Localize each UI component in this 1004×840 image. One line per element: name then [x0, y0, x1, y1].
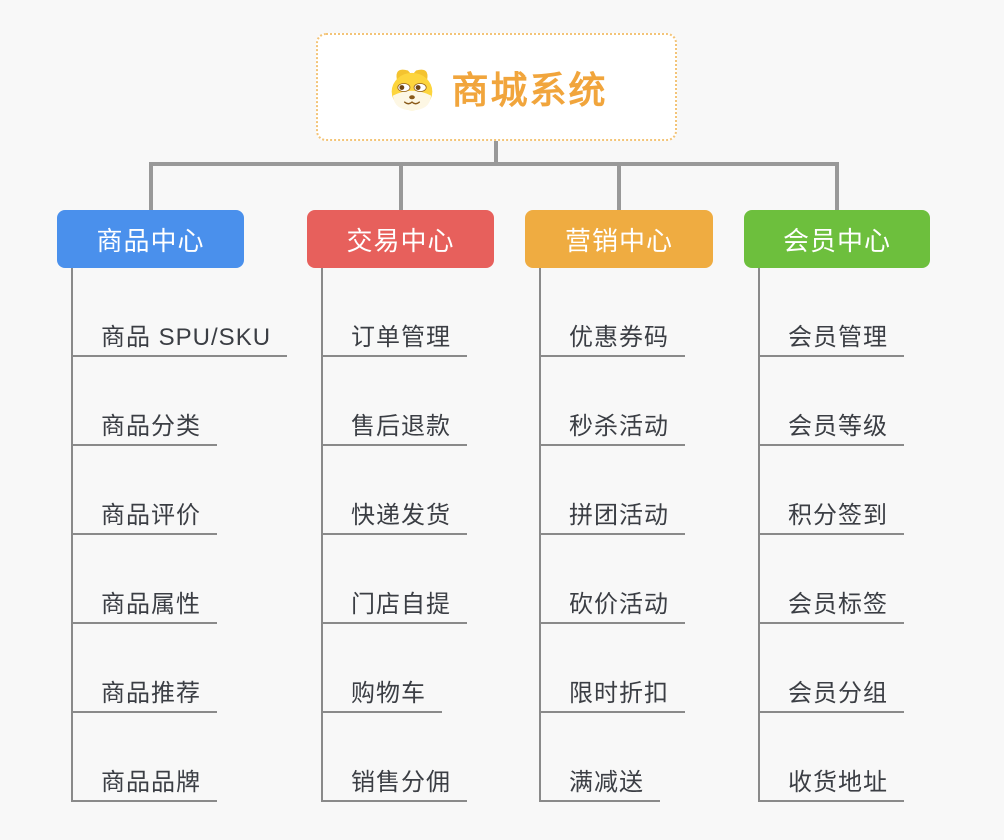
- trunk-line-member-center: [758, 268, 760, 802]
- trunk-line-product-center: [71, 268, 73, 802]
- leaf-node-product-center-6[interactable]: 商品品牌: [71, 766, 217, 802]
- leaf-node-member-center-5[interactable]: 会员分组: [758, 677, 904, 713]
- branch-node-trade-center[interactable]: 交易中心: [307, 210, 494, 268]
- leaf-node-trade-center-2[interactable]: 售后退款: [321, 410, 467, 446]
- leaf-node-member-center-6[interactable]: 收货地址: [758, 766, 904, 802]
- branch-node-product-center[interactable]: 商品中心: [57, 210, 244, 268]
- dog-face-icon: [391, 69, 432, 110]
- branch-label-marketing-center: 营销中心: [564, 225, 673, 256]
- leaf-node-marketing-center-2[interactable]: 秒杀活动: [539, 410, 685, 446]
- branch-label-member-center: 会员中心: [782, 225, 891, 256]
- root-node[interactable]: 商城系统: [316, 33, 677, 141]
- branch-node-marketing-center[interactable]: 营销中心: [525, 210, 713, 268]
- leaf-node-member-center-3[interactable]: 积分签到: [758, 499, 904, 535]
- leaf-node-trade-center-4[interactable]: 门店自提: [321, 588, 467, 624]
- branch-label-product-center: 商品中心: [96, 225, 205, 256]
- root-title: 商城系统: [451, 70, 608, 111]
- connector-root-stub: [494, 141, 498, 166]
- leaf-node-marketing-center-5[interactable]: 限时折扣: [539, 677, 685, 713]
- branch-node-member-center[interactable]: 会员中心: [744, 210, 930, 268]
- leaf-node-product-center-1[interactable]: 商品 SPU/SKU: [71, 321, 288, 357]
- leaf-node-marketing-center-6[interactable]: 满减送: [539, 766, 660, 802]
- leaf-node-member-center-1[interactable]: 会员管理: [758, 321, 904, 357]
- leaf-node-product-center-2[interactable]: 商品分类: [71, 410, 217, 446]
- leaf-node-trade-center-1[interactable]: 订单管理: [321, 321, 467, 357]
- leaf-node-member-center-2[interactable]: 会员等级: [758, 410, 904, 446]
- leaf-node-marketing-center-4[interactable]: 砍价活动: [539, 588, 685, 624]
- connector-branch-stub-marketing-center: [617, 162, 621, 210]
- leaf-node-product-center-4[interactable]: 商品属性: [71, 588, 217, 624]
- leaf-node-product-center-3[interactable]: 商品评价: [71, 499, 217, 535]
- connector-horizontal-rail: [148, 162, 839, 166]
- leaf-node-marketing-center-3[interactable]: 拼团活动: [539, 499, 685, 535]
- connector-branch-stub-trade-center: [398, 162, 403, 210]
- trunk-line-marketing-center: [539, 268, 541, 802]
- leaf-node-member-center-4[interactable]: 会员标签: [758, 588, 904, 624]
- leaf-node-trade-center-6[interactable]: 销售分佣: [321, 766, 467, 802]
- leaf-node-trade-center-3[interactable]: 快递发货: [321, 499, 467, 535]
- connector-branch-stub-member-center: [835, 162, 839, 210]
- connector-branch-stub-product-center: [148, 162, 153, 210]
- leaf-node-marketing-center-1[interactable]: 优惠券码: [539, 321, 685, 357]
- leaf-node-trade-center-5[interactable]: 购物车: [321, 677, 442, 713]
- branch-label-trade-center: 交易中心: [346, 225, 455, 256]
- trunk-line-trade-center: [321, 268, 323, 802]
- leaf-node-product-center-5[interactable]: 商品推荐: [71, 677, 217, 713]
